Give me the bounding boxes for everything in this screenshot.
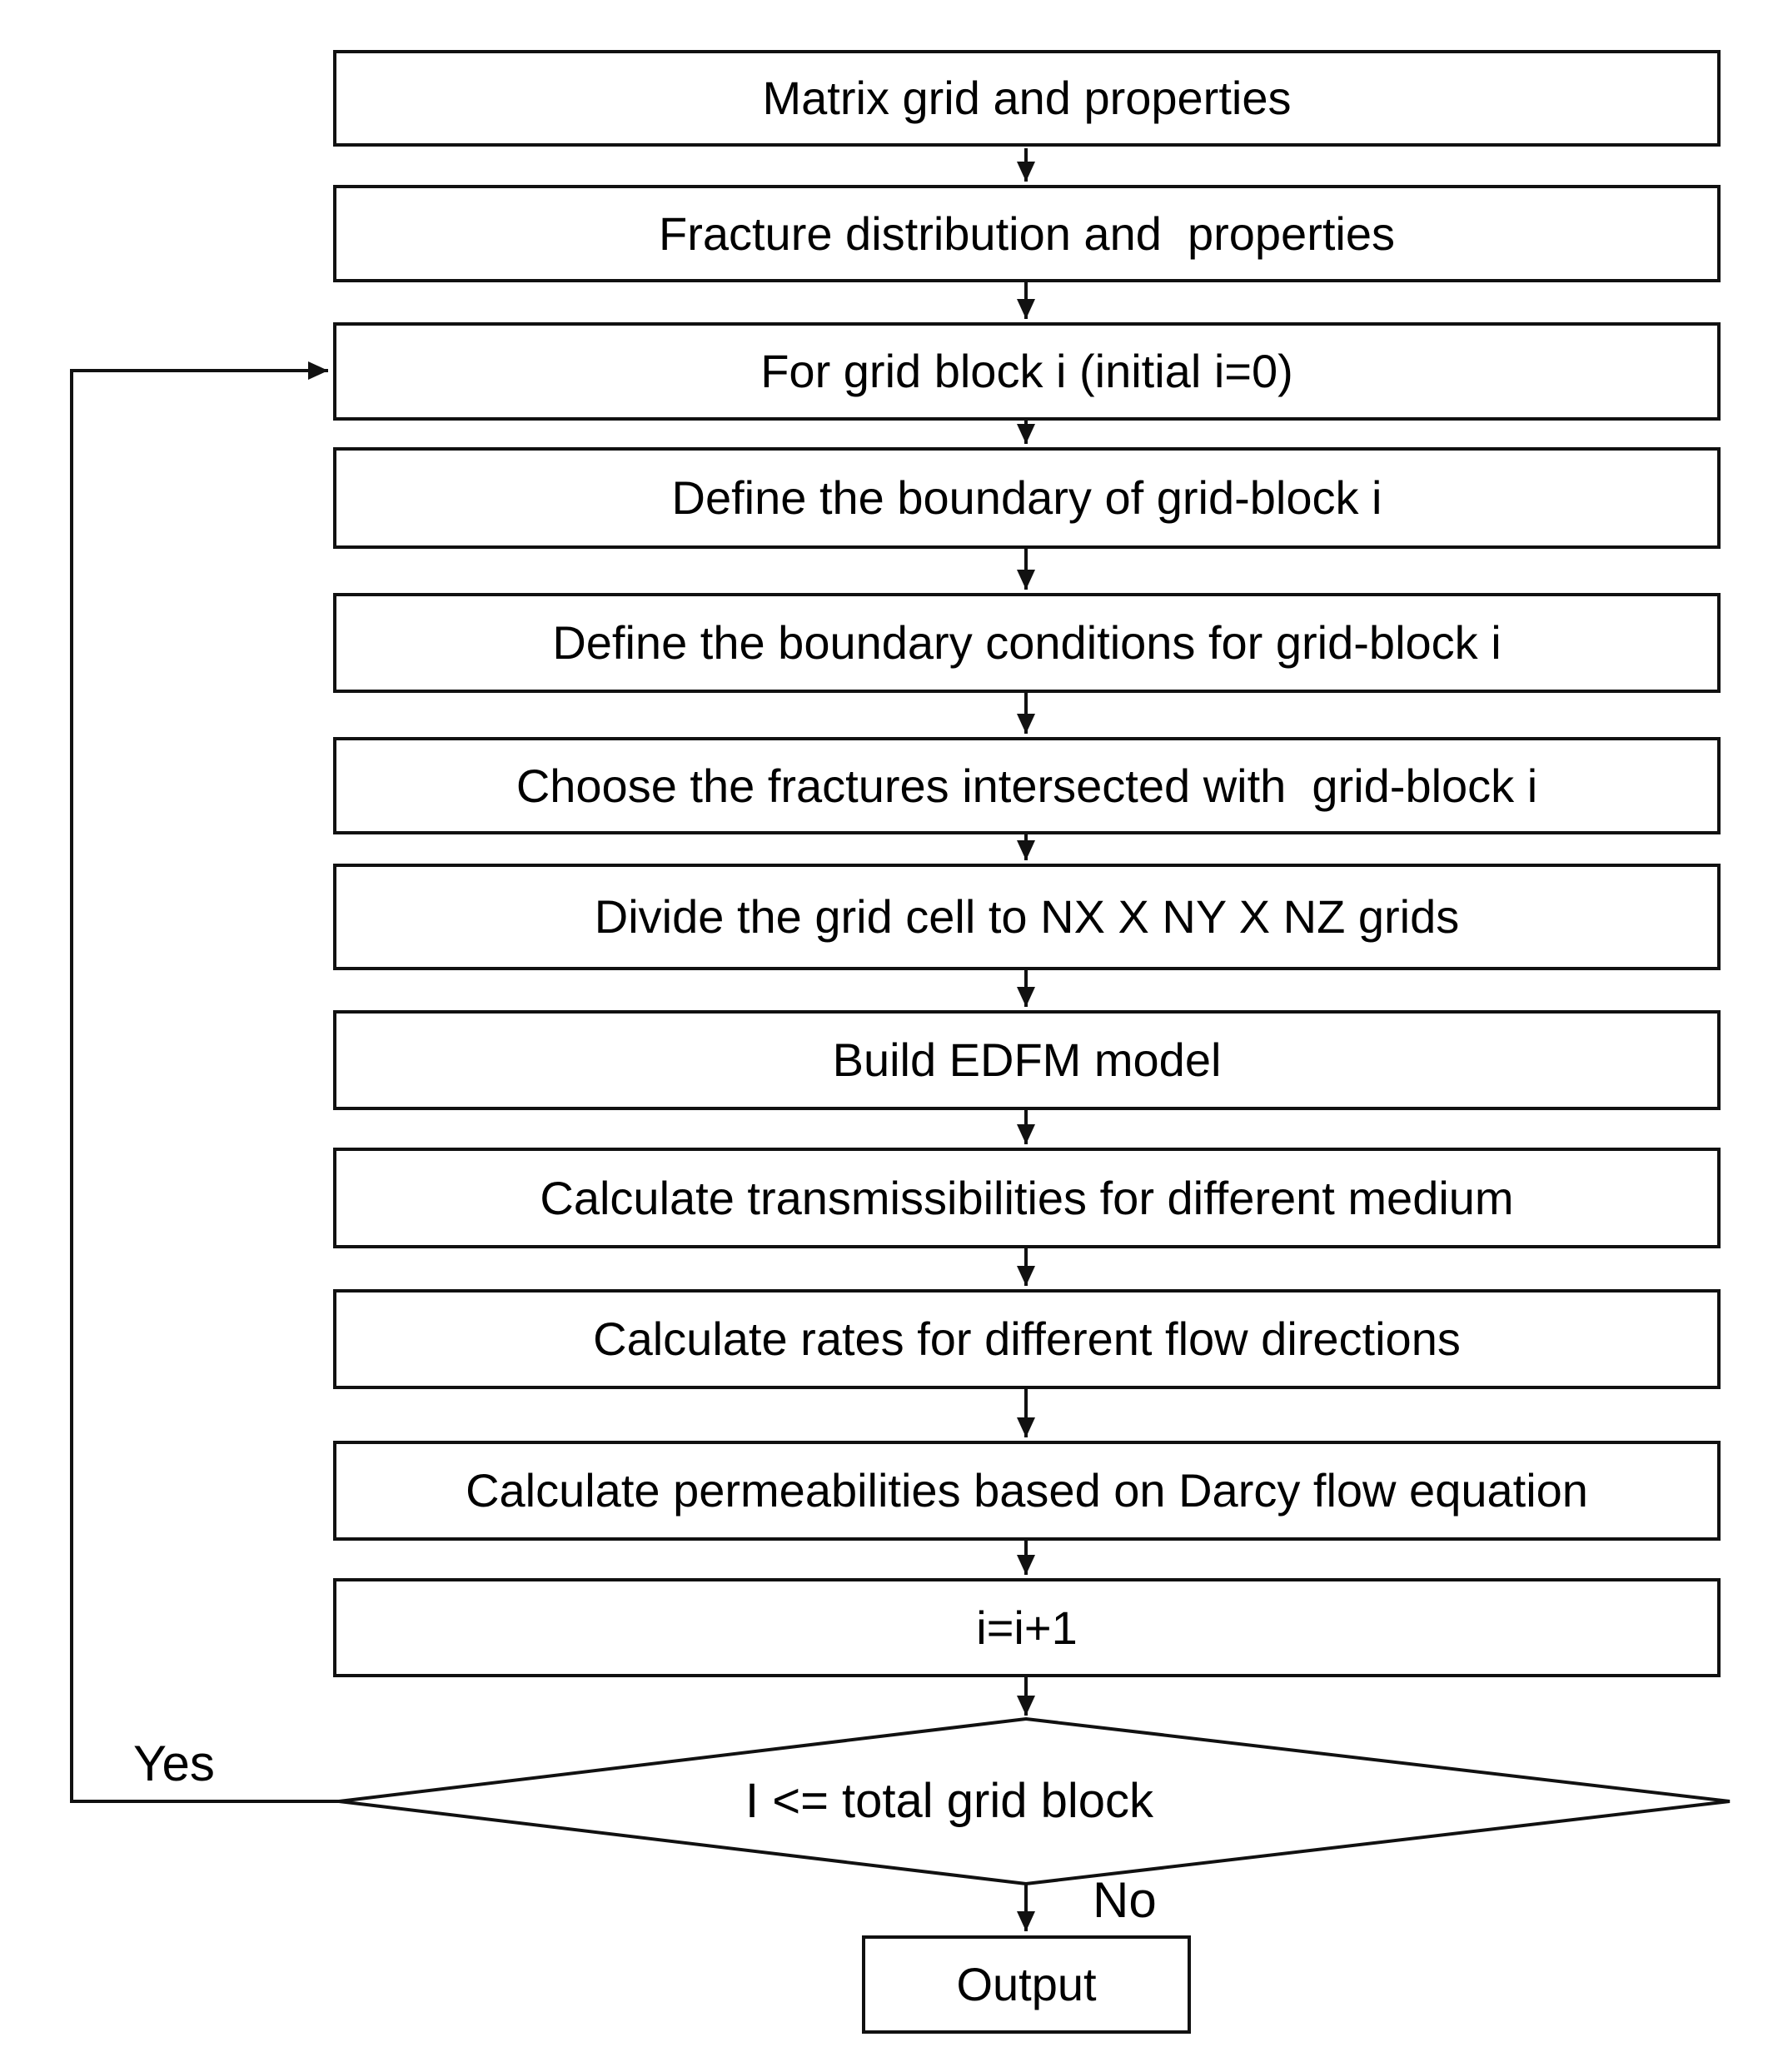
- flow-step-label: Define the boundary conditions for grid-…: [552, 616, 1502, 669]
- flow-step-label: Divide the grid cell to NX X NY X NZ gri…: [594, 890, 1460, 943]
- flow-step-label: Matrix grid and properties: [762, 72, 1292, 124]
- flow-step-label: Calculate rates for different flow direc…: [593, 1312, 1461, 1365]
- flow-step-calc-permeabilities: Calculate permeabilities based on Darcy …: [333, 1441, 1721, 1541]
- flow-step-for-grid-block: For grid block i (initial i=0): [333, 322, 1721, 421]
- flow-step-label: i=i+1: [976, 1601, 1078, 1654]
- flow-step-label: For grid block i (initial i=0): [760, 345, 1293, 397]
- no-label: No: [1093, 1875, 1157, 1925]
- yes-label-text: Yes: [133, 1736, 215, 1791]
- flow-step-fracture-distribution: Fracture distribution and properties: [333, 185, 1721, 282]
- flow-step-increment-i: i=i+1: [333, 1578, 1721, 1677]
- flow-step-calc-rates: Calculate rates for different flow direc…: [333, 1289, 1721, 1389]
- flow-step-label: Build EDFM model: [832, 1034, 1222, 1086]
- flow-step-calc-transmissibilities: Calculate transmissibilities for differe…: [333, 1148, 1721, 1248]
- no-label-text: No: [1093, 1872, 1157, 1928]
- arrow-yes-loopback: [70, 361, 339, 1803]
- flow-step-build-edfm: Build EDFM model: [333, 1010, 1721, 1110]
- output-label: Output: [956, 1958, 1097, 2010]
- flow-step-define-boundary-conditions: Define the boundary conditions for grid-…: [333, 593, 1721, 693]
- flow-step-choose-fractures: Choose the fractures intersected with gr…: [333, 737, 1721, 834]
- flow-step-label: Calculate permeabilities based on Darcy …: [466, 1464, 1588, 1517]
- decision-diamond: [338, 1716, 1731, 1886]
- flow-step-label: Define the boundary of grid-block i: [671, 471, 1382, 524]
- flow-step-label: Fracture distribution and properties: [659, 207, 1395, 260]
- flow-step-matrix-grid: Matrix grid and properties: [333, 50, 1721, 147]
- output-box: Output: [862, 1935, 1191, 2034]
- flow-step-divide-grid-cell: Divide the grid cell to NX X NY X NZ gri…: [333, 864, 1721, 970]
- flow-step-label: Choose the fractures intersected with gr…: [515, 759, 1538, 812]
- flow-step-define-boundary: Define the boundary of grid-block i: [333, 447, 1721, 549]
- yes-label: Yes: [133, 1739, 215, 1789]
- flow-step-label: Calculate transmissibilities for differe…: [540, 1171, 1514, 1224]
